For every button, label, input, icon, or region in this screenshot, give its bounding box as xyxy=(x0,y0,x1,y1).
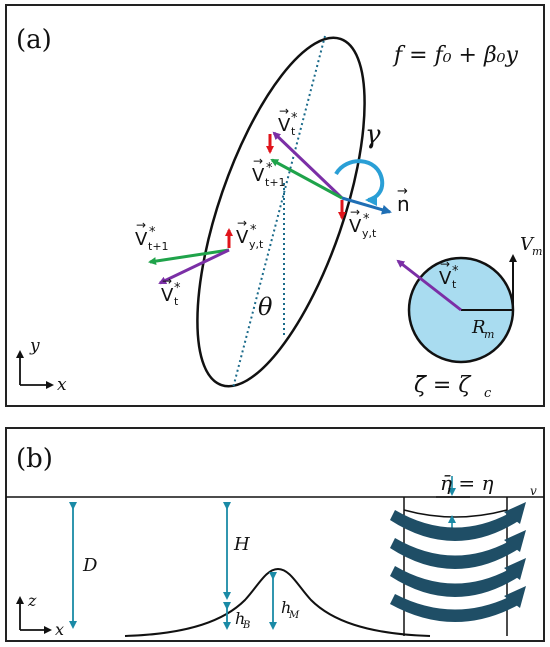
svg-text:m: m xyxy=(532,245,542,258)
svg-text:V: V xyxy=(135,229,148,250)
svg-text:t: t xyxy=(174,295,179,308)
svg-text:*: * xyxy=(291,111,298,126)
panel-a-label: (a) xyxy=(16,25,52,55)
svg-text:*: * xyxy=(174,281,181,296)
svg-text:n: n xyxy=(397,192,410,216)
svg-text:y: y xyxy=(29,336,40,356)
svg-text:h: h xyxy=(235,609,245,628)
vt-star-arrow-circle xyxy=(396,259,462,312)
svg-text:*: * xyxy=(363,212,370,227)
svg-text:V: V xyxy=(439,268,452,289)
svg-text:t+1: t+1 xyxy=(148,240,169,253)
label-H: H xyxy=(233,534,250,555)
svg-text:ζ̄ = ζ: ζ̄ = ζ xyxy=(414,373,472,398)
svg-text:V: V xyxy=(236,227,249,248)
label-normal-vector: n → xyxy=(397,184,410,216)
panel-b-label: (b) xyxy=(16,444,53,474)
label-vt1-star-left: V t+1 * → xyxy=(135,218,169,253)
svg-text:V: V xyxy=(252,165,265,186)
label-vyt-star-left: V y,t * → xyxy=(236,216,264,251)
label-rm: R m xyxy=(471,317,494,341)
svg-text:t: t xyxy=(452,278,457,291)
svg-text:t: t xyxy=(291,125,296,138)
svg-text:V: V xyxy=(278,115,291,136)
svg-text:B: B xyxy=(242,620,250,631)
vorticity-equation: ζ̄ = ζ c xyxy=(414,373,492,401)
coriolis-formula: f = f₀ + β₀y xyxy=(392,43,518,68)
svg-text:m: m xyxy=(484,328,494,341)
svg-text:V: V xyxy=(520,234,535,255)
svg-text:*: * xyxy=(452,264,459,279)
svg-text:→: → xyxy=(253,154,263,168)
vt-star-arrow-upper xyxy=(272,131,344,200)
label-vt-star-left: V t * → xyxy=(161,274,181,308)
svg-text:V: V xyxy=(161,285,174,306)
label-hB: h B xyxy=(235,609,250,631)
gamma-label: γ xyxy=(365,120,381,150)
eta-equation: η̄ = η v xyxy=(440,471,537,498)
xz-axes-icon: z x xyxy=(16,591,64,639)
svg-text:y,t: y,t xyxy=(249,238,264,251)
seamount-topography xyxy=(124,567,431,637)
vt1-star-arrow-left xyxy=(148,248,230,266)
svg-text:*: * xyxy=(250,223,257,238)
svg-text:t+1: t+1 xyxy=(265,176,286,189)
theta-label: θ xyxy=(258,293,273,321)
surface-depression xyxy=(403,509,508,518)
svg-text:→: → xyxy=(397,184,408,199)
gamma-angle-arc xyxy=(334,159,385,206)
svg-text:R: R xyxy=(471,317,486,338)
vortex-swirl-rings xyxy=(390,502,526,622)
svg-text:h: h xyxy=(281,598,291,617)
label-vm: V m xyxy=(520,234,542,258)
label-vt-star-upper: V t * → xyxy=(278,104,298,138)
svg-text:v: v xyxy=(530,484,537,498)
svg-text:→: → xyxy=(350,205,360,219)
panel-a-frame xyxy=(5,4,545,407)
vt-star-arrow-left xyxy=(158,248,230,285)
svg-text:→: → xyxy=(136,218,146,232)
label-vt1-star-upper: V t+1 * → xyxy=(252,154,286,189)
svg-text:V: V xyxy=(349,216,362,237)
svg-text:*: * xyxy=(149,225,156,240)
svg-text:c: c xyxy=(484,386,492,401)
svg-text:y,t: y,t xyxy=(362,227,377,240)
svg-text:→: → xyxy=(440,257,450,271)
svg-text:→: → xyxy=(237,216,247,230)
svg-text:x: x xyxy=(55,620,64,639)
label-vt-star-circle: V t * → xyxy=(439,257,459,291)
major-axis-dotted xyxy=(232,35,326,389)
elliptical-vortex xyxy=(196,36,366,388)
panel-b-frame xyxy=(5,427,545,642)
svg-text:η̄ = η: η̄ = η xyxy=(440,471,493,495)
svg-text:*: * xyxy=(266,161,273,176)
svg-text:z: z xyxy=(27,591,37,610)
label-D: D xyxy=(82,555,98,576)
svg-text:→: → xyxy=(162,274,172,288)
xy-axes-icon: y x xyxy=(16,336,67,395)
svg-text:x: x xyxy=(57,375,67,395)
label-hM: h M xyxy=(281,598,300,621)
svg-text:→: → xyxy=(279,104,289,118)
label-vyt-star-upper: V y,t * → xyxy=(349,205,377,240)
vt1-star-arrow-upper xyxy=(270,158,343,200)
svg-text:M: M xyxy=(288,610,300,621)
